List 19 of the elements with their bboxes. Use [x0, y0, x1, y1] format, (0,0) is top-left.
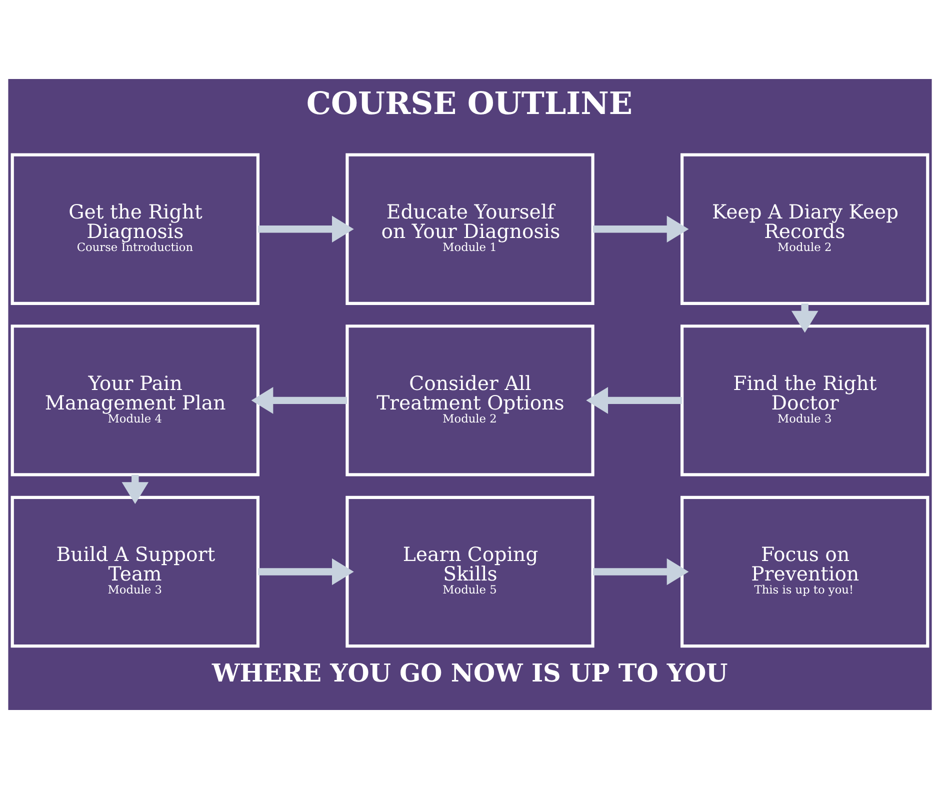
node-box: Keep A Diary Keep Records Module 2 — [680, 152, 930, 304]
node-box: Educate Yourself on Your Diagnosis Module 1 — [346, 152, 594, 304]
node-box: Build A Support Team Module 3 — [10, 495, 260, 648]
arrow — [593, 215, 689, 242]
caption: WHERE YOU GO NOW IS UP TO YOU — [212, 658, 728, 687]
arrow — [251, 386, 347, 414]
arrow — [258, 215, 354, 242]
arrow — [122, 474, 149, 504]
arrow — [791, 303, 818, 332]
arrow — [593, 558, 689, 585]
node-box: Find the Right Doctor Module 3 — [680, 324, 930, 476]
node-box: Focus on Prevention This is up to you! — [680, 495, 930, 648]
node-box: Consider All Treatment Options Module 2 — [346, 324, 594, 476]
arrow — [258, 558, 354, 585]
node-box: Your Pain Management Plan Module 4 — [10, 324, 260, 476]
node-box: Get the Right Diagnosis Course Introduction — [10, 152, 260, 304]
arrow — [586, 386, 682, 414]
node-box: Learn Coping Skills Module 5 — [346, 495, 594, 648]
diagram-title: COURSE OUTLINE — [306, 86, 632, 122]
